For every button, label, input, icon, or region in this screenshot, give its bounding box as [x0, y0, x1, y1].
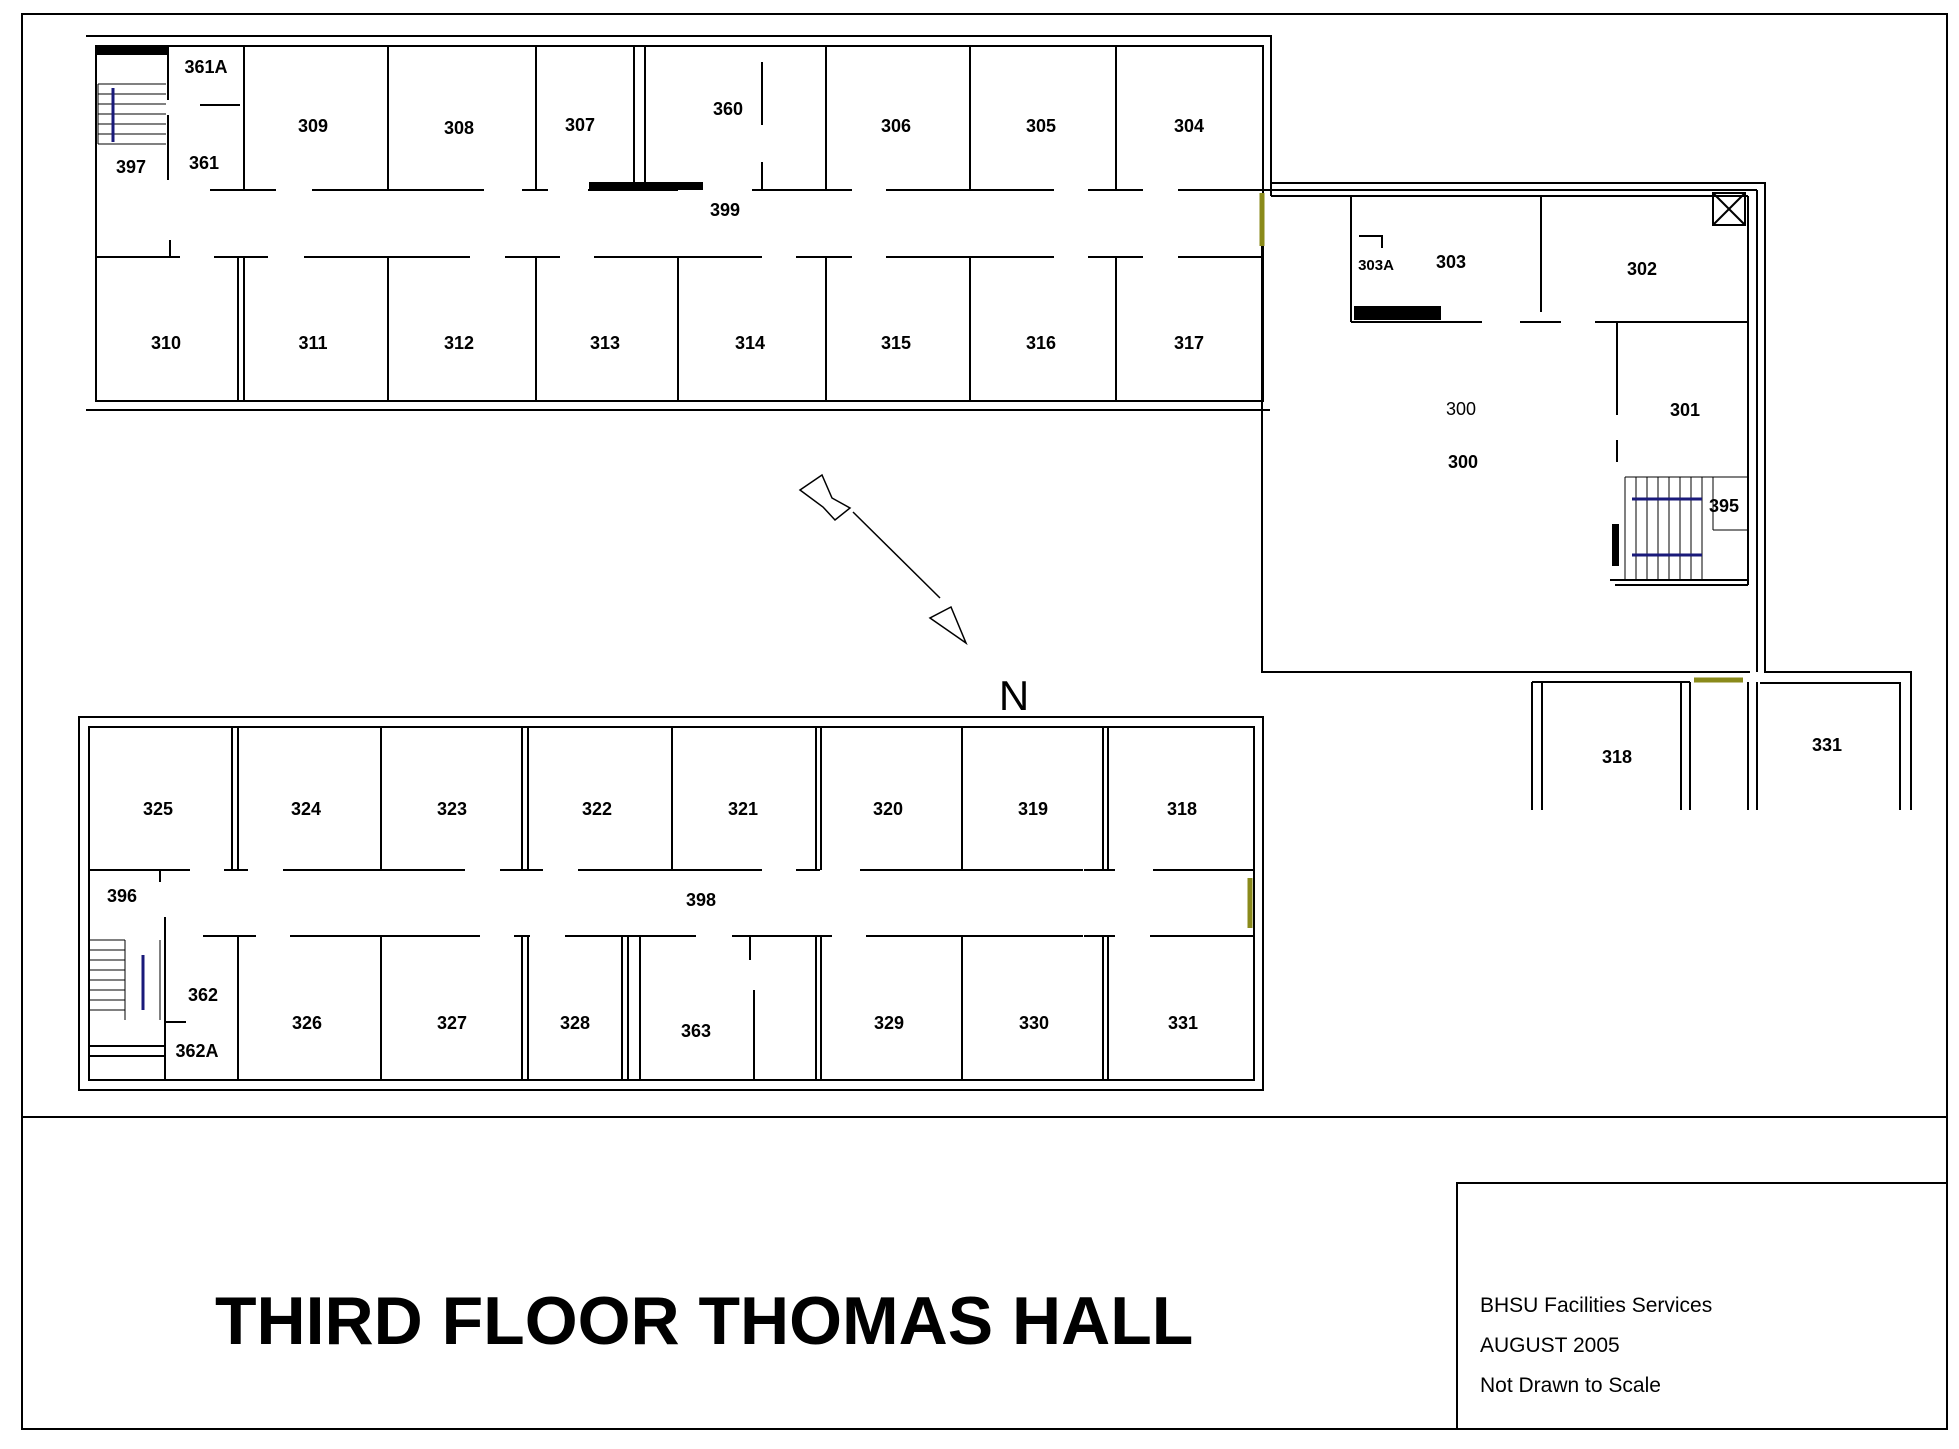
room-312: 312: [444, 333, 474, 353]
room-309: 309: [298, 116, 328, 136]
info-box: [1456, 1182, 1948, 1430]
room-326: 326: [292, 1013, 322, 1033]
info-organization: BHSU Facilities Services: [1480, 1294, 1713, 1317]
right-wing: [1262, 189, 1758, 810]
room-314: 314: [735, 333, 765, 353]
room-329: 329: [874, 1013, 904, 1033]
room-310: 310: [151, 333, 181, 353]
page-frame: [21, 13, 1948, 1430]
room-362A: 362A: [175, 1041, 218, 1061]
room-331: 331: [1168, 1013, 1198, 1033]
room-308: 308: [444, 118, 474, 138]
room-331-annex: 331: [1812, 735, 1842, 755]
room-303A: 303A: [1358, 257, 1394, 274]
room-319: 319: [1018, 799, 1048, 819]
room-328: 328: [560, 1013, 590, 1033]
room-325: 325: [143, 799, 173, 819]
room-303: 303: [1436, 252, 1466, 272]
room-330: 330: [1019, 1013, 1049, 1033]
north-arrow: [798, 473, 968, 646]
room-323: 323: [437, 799, 467, 819]
room-395: 395: [1709, 496, 1739, 516]
room-300-upper: 300: [1446, 399, 1476, 419]
room-labels: 361A 361 397 309 308 307 360 306 305 304…: [107, 57, 1842, 1061]
room-361A: 361A: [184, 57, 227, 77]
room-301: 301: [1670, 400, 1700, 420]
room-305: 305: [1026, 116, 1056, 136]
room-322: 322: [582, 799, 612, 819]
room-315: 315: [881, 333, 911, 353]
info-scale-note: Not Drawn to Scale: [1480, 1374, 1661, 1397]
room-307: 307: [565, 115, 595, 135]
room-317: 317: [1174, 333, 1204, 353]
room-304: 304: [1174, 116, 1204, 136]
bottom-wing: [78, 716, 1264, 1091]
room-362: 362: [188, 985, 218, 1005]
room-321: 321: [728, 799, 758, 819]
room-300-lower: 300: [1448, 452, 1478, 472]
room-306: 306: [881, 116, 911, 136]
room-318: 318: [1167, 799, 1197, 819]
room-324: 324: [291, 799, 321, 819]
top-wing: [86, 35, 1912, 810]
info-date: AUGUST 2005: [1480, 1334, 1620, 1357]
room-311: 311: [298, 333, 327, 353]
room-318-annex: 318: [1602, 747, 1632, 767]
room-397: 397: [116, 157, 146, 177]
room-313: 313: [590, 333, 620, 353]
plan-title: THIRD FLOOR THOMAS HALL: [215, 1283, 1194, 1359]
room-327: 327: [437, 1013, 467, 1033]
room-399: 399: [710, 200, 740, 220]
north-label: N: [999, 672, 1029, 719]
room-363: 363: [681, 1021, 711, 1041]
room-398: 398: [686, 890, 716, 910]
room-361: 361: [189, 153, 219, 173]
room-360: 360: [713, 99, 743, 119]
room-302: 302: [1627, 259, 1657, 279]
room-396: 396: [107, 886, 137, 906]
room-316: 316: [1026, 333, 1056, 353]
room-320: 320: [873, 799, 903, 819]
